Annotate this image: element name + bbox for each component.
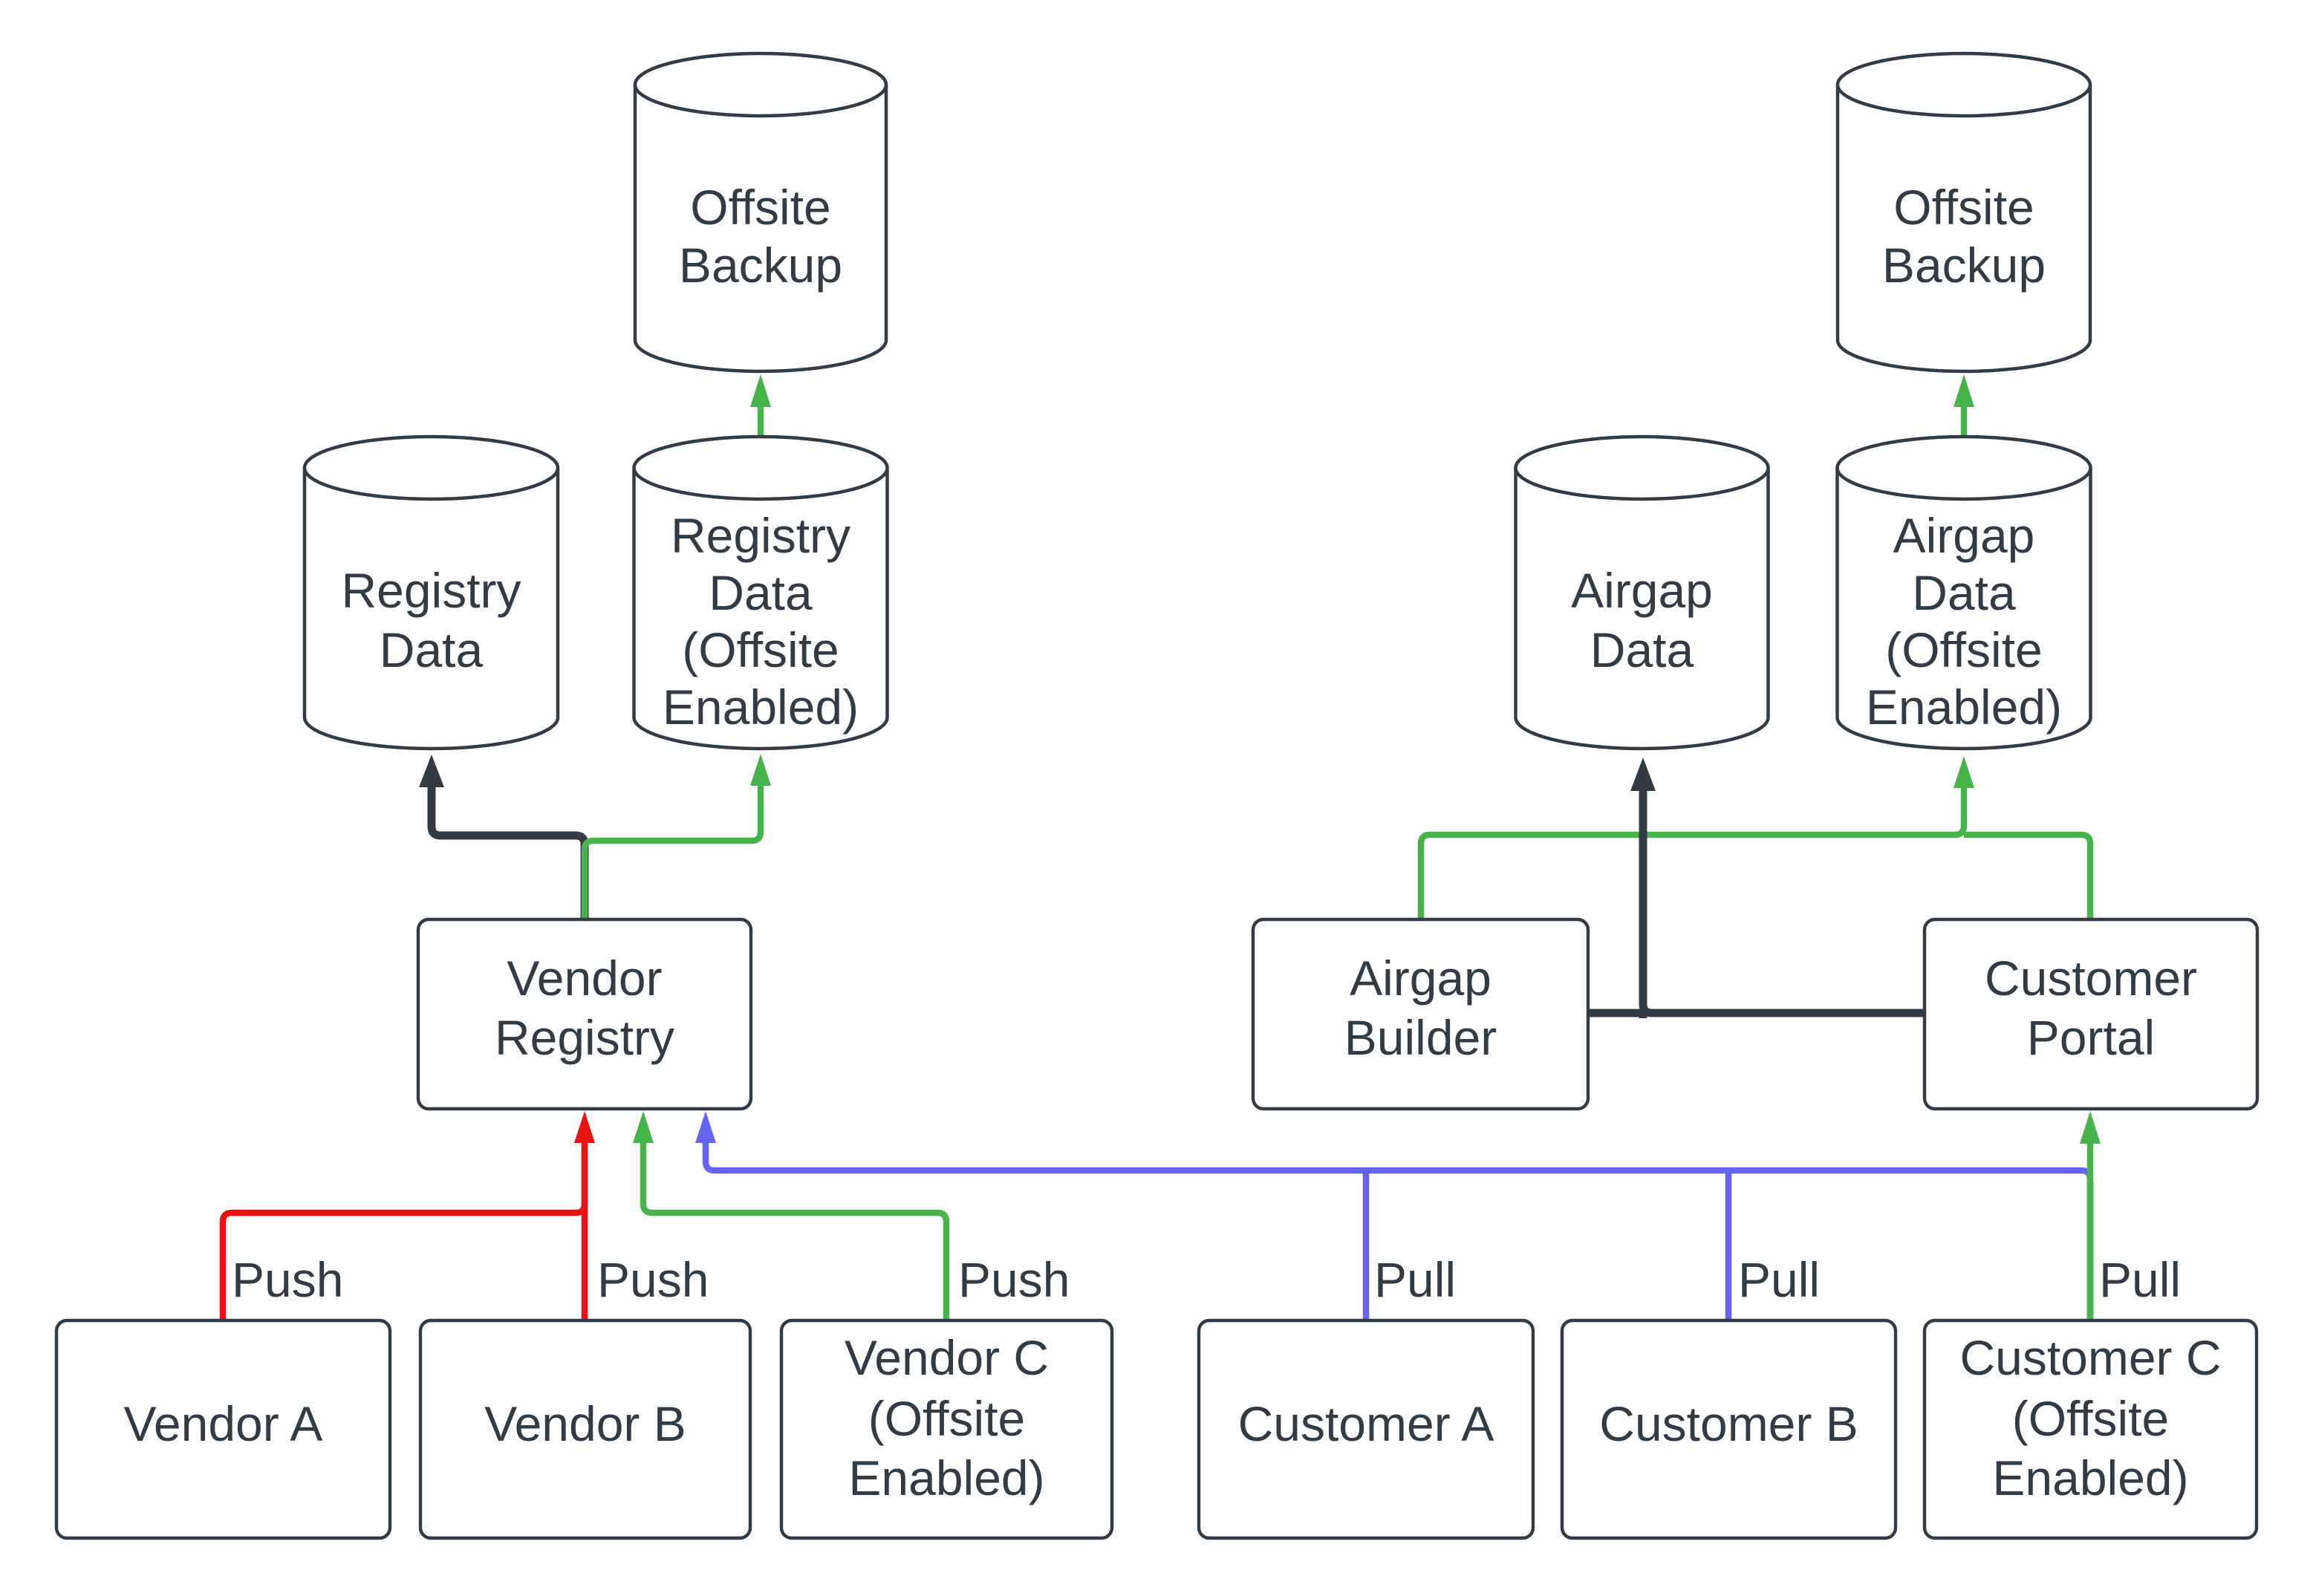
svg-text:Builder: Builder: [1344, 1010, 1497, 1065]
svg-text:Backup: Backup: [1882, 238, 2046, 293]
svg-text:(Offsite: (Offsite: [1885, 622, 2043, 677]
svg-text:Enabled): Enabled): [1992, 1450, 2188, 1505]
svg-text:Airgap: Airgap: [1350, 951, 1491, 1006]
svg-text:(Offsite: (Offsite: [682, 622, 839, 677]
svg-text:Backup: Backup: [679, 238, 842, 293]
svg-text:Offsite: Offsite: [1893, 180, 2034, 235]
svg-text:Data: Data: [380, 622, 484, 677]
svg-text:Vendor C: Vendor C: [845, 1330, 1049, 1385]
svg-text:Push: Push: [958, 1252, 1070, 1307]
svg-text:Customer B: Customer B: [1599, 1396, 1858, 1451]
svg-text:Enabled): Enabled): [848, 1450, 1044, 1505]
svg-text:Airgap: Airgap: [1571, 563, 1713, 618]
svg-text:Registry: Registry: [671, 508, 850, 563]
svg-text:Push: Push: [232, 1252, 343, 1307]
svg-text:(Offsite: (Offsite: [2012, 1391, 2170, 1446]
svg-text:Push: Push: [597, 1252, 709, 1307]
svg-text:Registry: Registry: [495, 1010, 674, 1065]
svg-text:Vendor: Vendor: [507, 951, 662, 1006]
svg-text:Data: Data: [1912, 565, 2016, 620]
svg-text:Pull: Pull: [1738, 1252, 1820, 1307]
svg-text:Registry: Registry: [341, 563, 521, 618]
svg-text:Pull: Pull: [2099, 1252, 2181, 1307]
svg-text:Pull: Pull: [1374, 1252, 1456, 1307]
svg-text:Portal: Portal: [2027, 1010, 2155, 1065]
svg-text:Enabled): Enabled): [663, 680, 859, 735]
svg-text:Vendor B: Vendor B: [484, 1396, 686, 1451]
svg-text:Offsite: Offsite: [690, 180, 831, 235]
svg-text:Customer: Customer: [1985, 951, 2197, 1006]
svg-text:Customer A: Customer A: [1238, 1396, 1494, 1451]
svg-text:Airgap: Airgap: [1893, 508, 2035, 563]
svg-text:Data: Data: [709, 565, 813, 620]
svg-text:(Offsite: (Offsite: [868, 1391, 1026, 1446]
svg-text:Vendor A: Vendor A: [124, 1396, 323, 1451]
svg-text:Enabled): Enabled): [1866, 680, 2062, 735]
svg-text:Data: Data: [1590, 622, 1694, 677]
svg-text:Customer C: Customer C: [1959, 1330, 2221, 1385]
